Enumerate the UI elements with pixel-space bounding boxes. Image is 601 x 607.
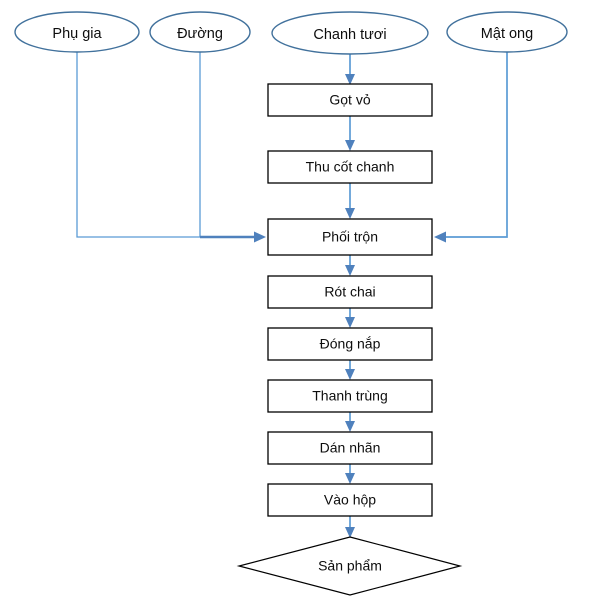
connector-dong-nap-to-thanh-trung [345, 360, 355, 380]
connector-got-vo-to-thu-cot-chanh [345, 116, 355, 151]
connector-vao-hop-to-san-pham [345, 516, 355, 538]
node-duong-label: Đường [177, 26, 223, 42]
node-phu-gia[interactable]: Phụ gia [14, 11, 140, 53]
connector-duong-to-phoi-tron [199, 52, 266, 243]
connector-dan-nhan-to-vao-hop [345, 464, 355, 484]
node-thu-cot-chanh-label: Thu cốt chanh [306, 159, 395, 175]
node-mat-ong-label: Mật ong [481, 26, 533, 42]
node-thanh-trung[interactable]: Thanh trùng [267, 379, 433, 413]
connector-thanh-trung-to-dan-nhan [345, 412, 355, 432]
node-dan-nhan-label: Dán nhãn [320, 440, 381, 456]
node-phoi-tron[interactable]: Phối trộn [267, 218, 433, 256]
node-mat-ong[interactable]: Mật ong [446, 11, 568, 53]
node-phu-gia-label: Phụ gia [52, 26, 102, 42]
node-san-pham-label: Sản phẩm [318, 558, 382, 574]
node-chanh-tuoi[interactable]: Chanh tươi [271, 11, 429, 55]
connector-rot-chai-to-dong-nap [345, 308, 355, 328]
node-dan-nhan[interactable]: Dán nhãn [267, 431, 433, 465]
node-vao-hop-label: Vào hộp [324, 492, 376, 508]
connector-phu-gia-to-phoi-tron [76, 52, 200, 238]
node-got-vo-label: Gọt vỏ [329, 92, 370, 108]
node-thu-cot-chanh[interactable]: Thu cốt chanh [267, 150, 433, 184]
node-vao-hop[interactable]: Vào hộp [267, 483, 433, 517]
node-chanh-tuoi-label: Chanh tươi [313, 27, 386, 43]
connector-thu-cot-chanh-to-phoi-tron [345, 183, 355, 219]
node-got-vo[interactable]: Gọt vỏ [267, 83, 433, 117]
connector-phoi-tron-to-rot-chai [345, 255, 355, 276]
connector-chanh-tuoi-to-got-vo [345, 52, 355, 85]
node-thanh-trung-label: Thanh trùng [312, 388, 388, 404]
node-duong[interactable]: Đường [149, 11, 251, 53]
node-san-pham[interactable]: Sản phẩm [236, 536, 463, 596]
node-phoi-tron-label: Phối trộn [322, 229, 378, 245]
connector-mat-ong-to-phoi-tron [434, 52, 508, 243]
node-dong-nap-label: Đóng nắp [320, 336, 381, 352]
node-rot-chai-label: Rót chai [324, 284, 375, 300]
node-rot-chai[interactable]: Rót chai [267, 275, 433, 309]
node-dong-nap[interactable]: Đóng nắp [267, 327, 433, 361]
